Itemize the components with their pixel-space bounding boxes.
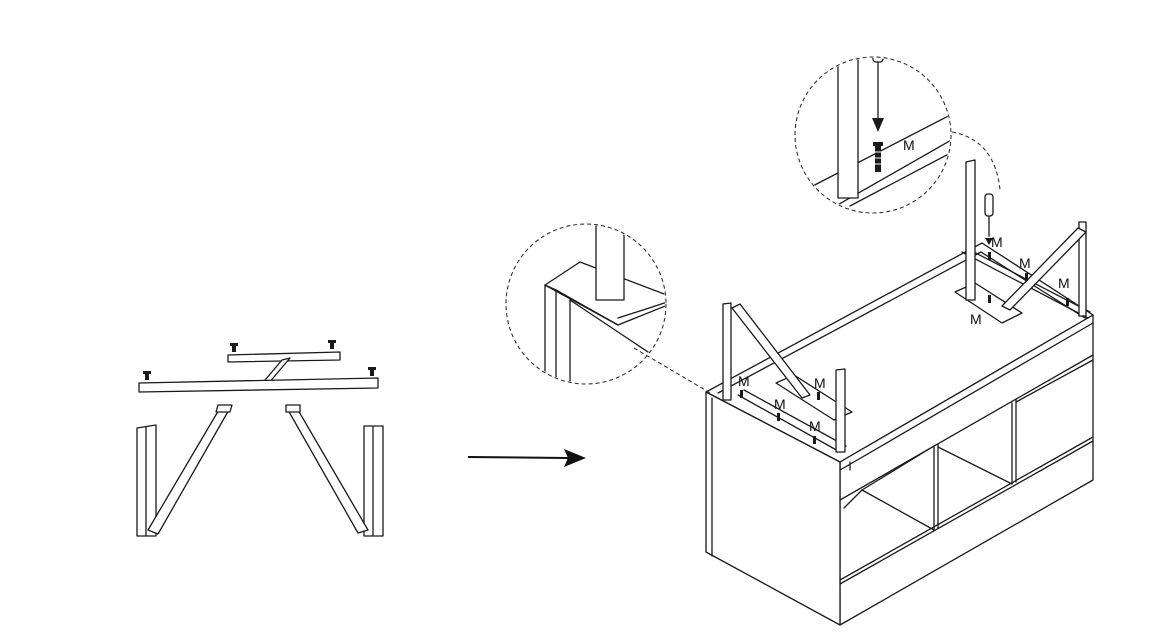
left-leg: [136, 404, 233, 537]
mounting-bar-left: [737, 389, 847, 453]
screwdriver-icon: [984, 193, 994, 245]
hardware-labels: M M M M M M M M: [738, 234, 1070, 434]
mounting-screw: [328, 340, 336, 349]
direction-arrow: [467, 449, 586, 467]
long-mounting-bar: [138, 377, 379, 393]
mounting-screw: [368, 367, 376, 376]
hardware-label: M: [1058, 275, 1070, 291]
mounting-screw: [230, 343, 238, 352]
hardware-label: M: [970, 311, 982, 327]
short-mounting-bar: [227, 351, 341, 363]
exploded-leg-frame: [136, 340, 384, 537]
desk-leg-left: [722, 302, 846, 453]
detail-callout-screw: M: [794, 56, 1001, 214]
hardware-label: M: [738, 373, 750, 389]
desk-leg-right: [965, 159, 1087, 317]
hardware-label: M: [774, 396, 786, 412]
hardware-label: M: [1019, 255, 1031, 271]
detail-callout-corner: [505, 223, 713, 395]
desk-screws: [740, 252, 1069, 444]
mounting-screw: [143, 371, 151, 380]
right-leg: [285, 404, 384, 537]
hardware-label: M: [809, 418, 821, 434]
desk-body: [705, 242, 1094, 626]
hardware-label: M: [814, 375, 826, 391]
hardware-label: M: [991, 234, 1003, 250]
hardware-label: M: [903, 137, 915, 153]
